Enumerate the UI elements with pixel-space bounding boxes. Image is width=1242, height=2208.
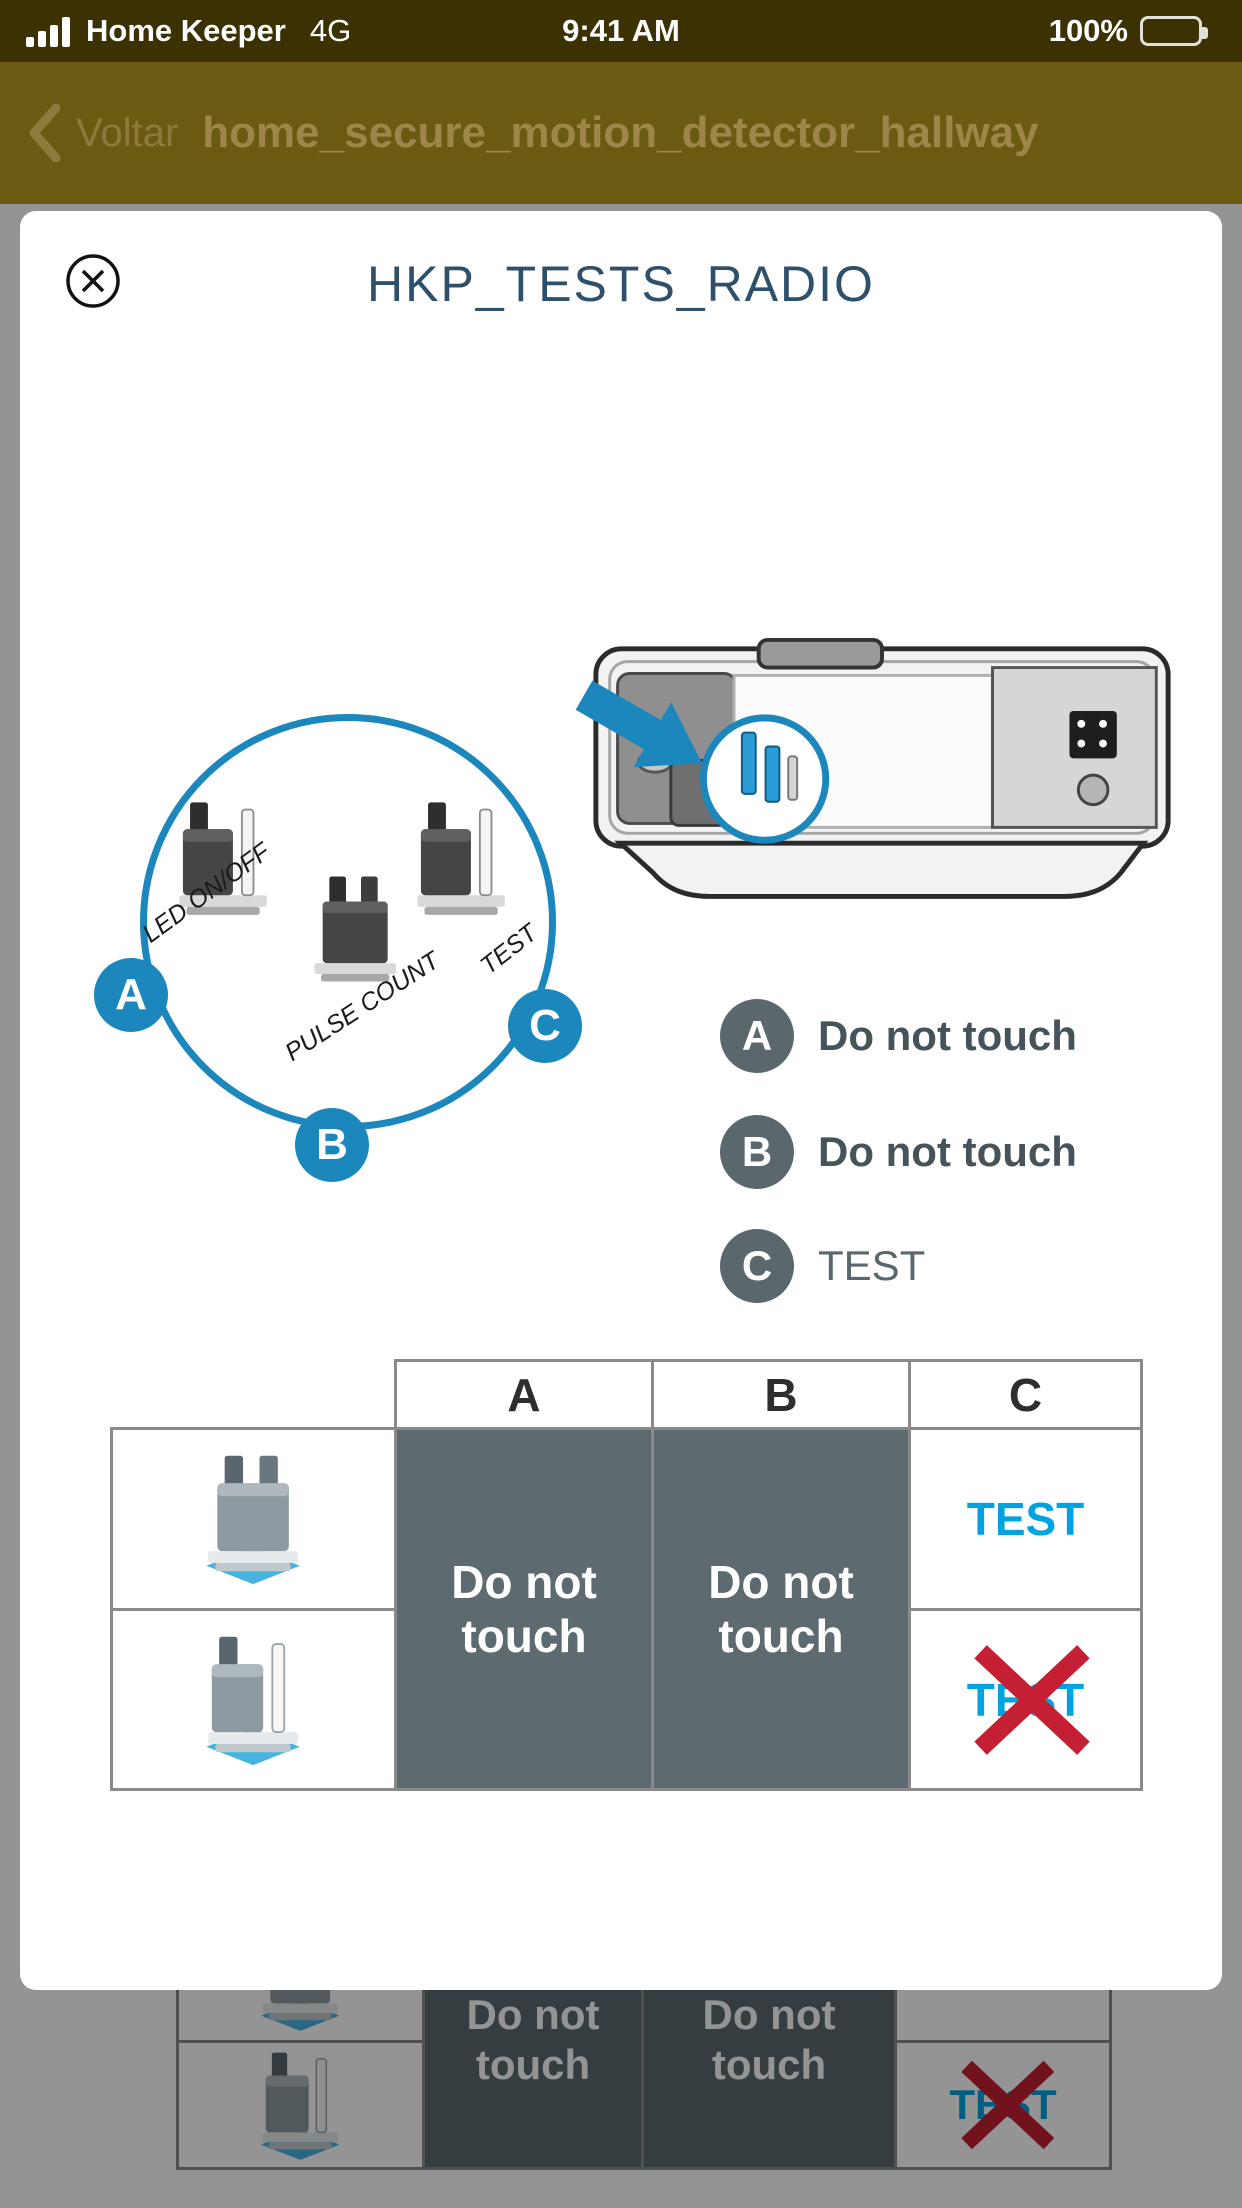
badge-a: A: [94, 958, 168, 1032]
close-button[interactable]: [64, 252, 122, 310]
jumper-closed-icon: [205, 1455, 300, 1585]
motion-detector-illustration: [575, 637, 1171, 899]
legend-badge-b: B: [720, 1115, 794, 1189]
table-cell-do-not-touch-b: Do not touch: [651, 1427, 911, 1791]
instruction-modal: HKP_TESTS_RADIO: [20, 211, 1222, 1990]
back-button-label: Voltar: [76, 110, 179, 155]
table-header-b: B: [651, 1359, 911, 1430]
jumper-diagram: LED ON/OFF PULSE COUNT TEST A B C: [20, 211, 1222, 1351]
modal-title: HKP_TESTS_RADIO: [367, 256, 875, 312]
arrow-icon: [575, 680, 702, 768]
jumper-pulse-count: [306, 871, 406, 997]
legend-label-c: TEST: [818, 1242, 926, 1289]
table-cell-do-not-touch-a: Do not touch: [394, 1427, 654, 1791]
jumper-open-icon: [205, 1636, 300, 1765]
cellular-signal-icon: [26, 17, 70, 47]
legend-badge-c: C: [720, 1229, 794, 1303]
battery-icon: [1140, 16, 1208, 46]
legend-row-a: A Do not touch: [720, 999, 1077, 1073]
network-type-label: 4G: [309, 13, 352, 48]
table-cell-jumper-closed: [110, 1427, 397, 1611]
legend-label-a: Do not touch: [818, 1012, 1077, 1059]
jumper-led-onoff: [170, 797, 278, 931]
jumper-position-table: A B C: [110, 1359, 1143, 1791]
carrier-label: Home Keeper: [86, 13, 286, 48]
page-title: home_secure_motion_detector_hallway: [202, 108, 1039, 157]
badge-c: C: [508, 989, 582, 1063]
table-cell-test-crossed: TEST: [908, 1608, 1143, 1791]
clock: 9:41 AM: [562, 13, 680, 48]
legend-row-c: C TEST: [720, 1229, 925, 1303]
nav-bar: Voltar home_secure_motion_detector_hallw…: [0, 62, 1242, 204]
legend-label-b: Do not touch: [818, 1128, 1077, 1175]
table-cell-jumper-open: [110, 1608, 397, 1791]
legend-row-b: B Do not touch: [720, 1115, 1077, 1189]
table-cell-test: TEST: [908, 1427, 1143, 1611]
status-bar: Home Keeper 4G 9:41 AM 100%: [0, 0, 1242, 62]
jumper-open-icon: [260, 2052, 339, 2160]
back-button[interactable]: Voltar: [28, 104, 178, 162]
battery-percent: 100%: [1048, 13, 1128, 48]
table-header-c: C: [908, 1359, 1143, 1430]
chevron-left-icon: [29, 104, 61, 162]
legend-badge-a: A: [720, 999, 794, 1073]
jumper-test: [408, 797, 516, 931]
table-header-a: A: [394, 1359, 654, 1430]
close-icon: [66, 254, 120, 308]
badge-b: B: [295, 1108, 369, 1182]
